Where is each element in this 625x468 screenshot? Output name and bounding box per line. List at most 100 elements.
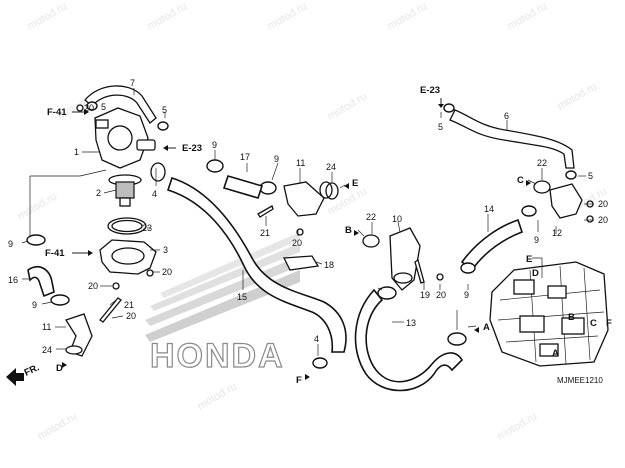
watermark: motod.ru <box>36 410 80 442</box>
watermark: motod.ru <box>196 380 240 412</box>
engine-port <box>547 285 567 299</box>
arrow-icon <box>344 183 349 189</box>
callout-24: 24 <box>326 162 336 172</box>
ref-f41: F-41 <box>45 248 65 259</box>
ref-e-engine: E <box>526 254 532 265</box>
watermark: motod.ru <box>556 80 600 112</box>
hose-6 <box>449 109 575 169</box>
arrow-icon <box>305 374 310 380</box>
callout-7: 7 <box>130 78 135 88</box>
water-joint-12 <box>549 183 583 219</box>
callout-5: 5 <box>588 171 593 181</box>
callout-4: 4 <box>152 189 157 199</box>
housing-bolt-boss <box>95 119 109 129</box>
ref-f-engine: F <box>606 318 612 329</box>
callout-1: 1 <box>74 147 79 157</box>
clip-5 <box>312 357 328 369</box>
callout-22: 22 <box>366 212 376 222</box>
arrow-icon <box>62 362 67 368</box>
honda-wing-logo: HONDA <box>145 232 300 376</box>
o-ring-4 <box>150 162 166 182</box>
callout-8: 23 <box>142 223 152 233</box>
arrow-icon <box>526 180 531 186</box>
watermark-layer: motod.ru motod.ru motod.ru motod.ru moto… <box>16 0 610 442</box>
engine-port <box>519 315 545 333</box>
ref-b-engine: B <box>568 312 575 323</box>
thermostat-valve <box>119 197 131 207</box>
callout-21: 21 <box>124 300 134 310</box>
callout-11: 11 <box>42 322 51 332</box>
watermark: motod.ru <box>16 190 60 222</box>
callout-9: 9 <box>534 235 539 245</box>
housing-outlet-pipe <box>136 139 156 151</box>
callout-2: 2 <box>96 188 101 198</box>
arrow-icon <box>474 327 479 333</box>
o-ring-22 <box>533 180 551 194</box>
arrow-icon <box>84 109 89 115</box>
callout-20: 20 <box>598 199 608 209</box>
reference-labels: F-41 F-41 E-23 E-23 E B C D A F E D B C … <box>45 85 612 386</box>
bolt-20 <box>586 215 594 223</box>
joint-10-flange <box>393 272 413 284</box>
callout-11: 11 <box>296 158 305 168</box>
watermark: motod.ru <box>146 0 190 32</box>
callout-5: 5 <box>162 105 167 115</box>
callout-20: 20 <box>126 311 136 321</box>
clip-5 <box>157 121 169 131</box>
callout-19: 19 <box>420 290 430 300</box>
callout-16: 16 <box>8 275 18 285</box>
hose-clamp <box>26 234 46 246</box>
watermark: motod.ru <box>266 0 310 32</box>
hose-clamp <box>460 262 476 274</box>
watermark: motod.ru <box>26 0 70 32</box>
callout-9: 9 <box>8 239 13 249</box>
watermark: motod.ru <box>386 0 430 32</box>
callout-13: 13 <box>406 318 416 328</box>
o-ring-24 <box>325 182 339 200</box>
clip-5 <box>86 101 98 111</box>
ref-e23: E-23 <box>182 143 202 154</box>
ref-c-engine: C <box>590 318 597 329</box>
engine-port <box>513 279 535 295</box>
thermostat-cover-bore <box>111 247 145 265</box>
hose-16 <box>27 266 55 298</box>
ref-a-engine: A <box>552 348 559 359</box>
bolt-20 <box>296 228 304 236</box>
callout-24: 24 <box>42 345 52 355</box>
water-joint-flange <box>65 345 83 355</box>
bolt-20 <box>112 282 120 290</box>
callout-14: 14 <box>484 204 494 214</box>
thermostat-body <box>115 181 135 199</box>
callout-4: 4 <box>314 334 319 344</box>
ref-d: D <box>56 363 63 374</box>
watermark: motod.ru <box>326 90 370 122</box>
callout-21: 21 <box>260 228 270 238</box>
hose-clamp <box>50 294 70 306</box>
leader-lines <box>21 88 594 356</box>
callout-20: 20 <box>162 267 172 277</box>
engine-port <box>561 317 585 335</box>
callout-20: 20 <box>88 281 98 291</box>
callout-9: 9 <box>274 154 279 164</box>
callout-3: 3 <box>163 245 168 255</box>
thermostat-housing-port <box>107 125 133 151</box>
callout-15: 15 <box>237 292 247 302</box>
engine-port <box>539 343 559 357</box>
watermark: motod.ru <box>506 0 550 32</box>
ref-f: F <box>296 375 302 386</box>
callout-20: 20 <box>292 238 302 248</box>
watermark: motod.ru <box>496 410 540 442</box>
bolt-20 <box>76 104 84 112</box>
ref-c: C <box>517 175 524 186</box>
front-arrow-icon <box>6 368 24 386</box>
o-ring-22 <box>362 234 380 248</box>
callout-20: 20 <box>598 215 608 225</box>
callout-17: 17 <box>240 152 250 162</box>
reference-arrows <box>62 98 531 380</box>
ref-d-engine: D <box>532 268 539 279</box>
arrow-icon <box>438 104 444 108</box>
hose-clamp <box>259 181 277 195</box>
callout-6: 6 <box>504 111 509 121</box>
callout-numbers: 1 2 3 4 5 5 5 5 6 7 23 9 9 9 9 9 9 10 11… <box>8 78 608 355</box>
